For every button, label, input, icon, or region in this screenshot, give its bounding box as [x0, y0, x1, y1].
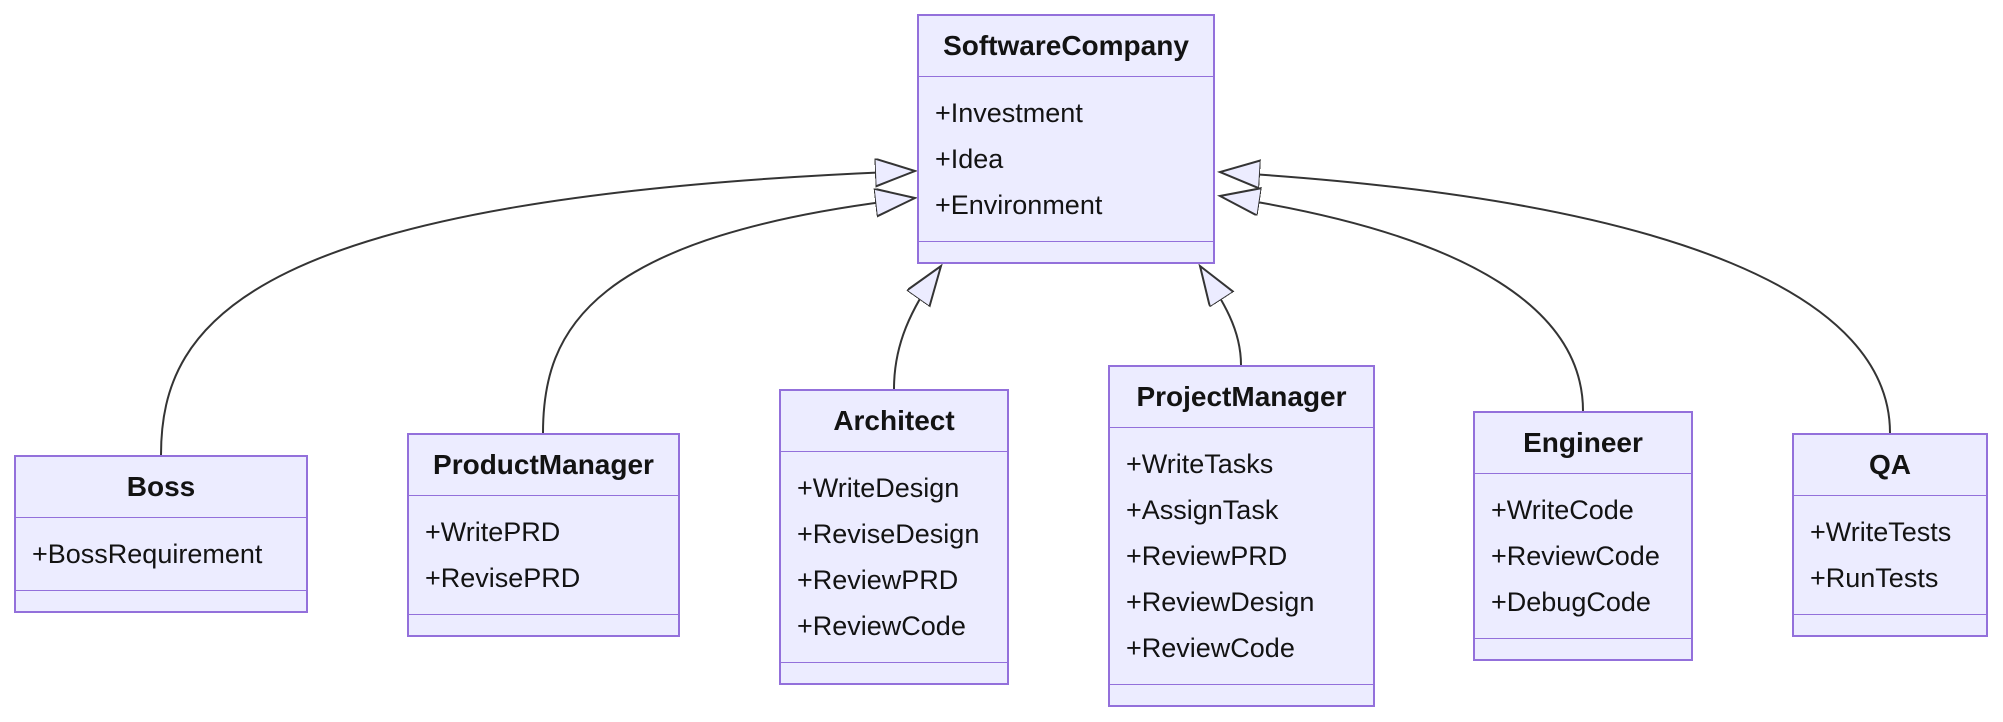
inheritance-edge-qa-to-softwarecompany [1220, 172, 1891, 434]
class-attributes: +BossRequirement [16, 518, 306, 591]
attribute-line: +WriteCode [1491, 495, 1634, 525]
class-title: ProjectManager [1110, 367, 1373, 428]
class-methods-empty [409, 615, 678, 635]
class-methods-empty [781, 663, 1007, 683]
attribute-line: +WriteDesign [797, 473, 960, 503]
attribute-line: +AssignTask [1126, 495, 1279, 525]
attribute-line: +ReviewPRD [797, 565, 959, 595]
attribute-line: +Investment [935, 98, 1083, 128]
inheritance-edge-architect-to-softwarecompany [893, 266, 941, 390]
inheritance-edge-projectmanager-to-softwarecompany [1200, 266, 1242, 366]
class-title: Architect [781, 391, 1007, 452]
class-box-boss: Boss +BossRequirement [14, 455, 308, 613]
attribute-line: +ReviewPRD [1126, 541, 1288, 571]
class-title: Engineer [1475, 413, 1691, 474]
class-methods-empty [1475, 639, 1691, 659]
attribute-line: +ReviewCode [1126, 633, 1295, 663]
class-title: SoftwareCompany [919, 16, 1213, 77]
attribute-line: +RunTests [1810, 563, 1939, 593]
class-methods-empty [1794, 615, 1986, 635]
inheritance-edge-boss-to-softwarecompany [160, 171, 915, 456]
class-box-engineer: Engineer +WriteCode +ReviewCode +DebugCode [1473, 411, 1693, 661]
class-attributes: +Investment +Idea +Environment [919, 77, 1213, 242]
attribute-line: +DebugCode [1491, 587, 1651, 617]
class-methods-empty [919, 242, 1213, 262]
class-box-projectmanager: ProjectManager +WriteTasks +AssignTask +Re… [1108, 365, 1375, 707]
attribute-line: +ReviewDesign [1126, 587, 1315, 617]
class-title: ProductManager [409, 435, 678, 496]
class-title: QA [1794, 435, 1986, 496]
attribute-line: +ReviseDesign [797, 519, 980, 549]
class-box-softwarecompany: SoftwareCompany +Investment +Idea +Environ… [917, 14, 1215, 264]
attribute-line: +BossRequirement [32, 539, 263, 569]
class-methods-empty [1110, 685, 1373, 705]
inheritance-edge-engineer-to-softwarecompany [1220, 196, 1584, 412]
class-box-architect: Architect +WriteDesign +ReviseDesign +Revi… [779, 389, 1009, 685]
class-attributes: +WriteTasks +AssignTask +ReviewPRD +ReviewD… [1110, 428, 1373, 685]
class-box-productmanager: ProductManager +WritePRD +RevisePRD [407, 433, 680, 637]
class-methods-empty [16, 591, 306, 611]
attribute-line: +WriteTests [1810, 517, 1952, 547]
attribute-line: +Environment [935, 190, 1103, 220]
attribute-line: +WriteTasks [1126, 449, 1274, 479]
inheritance-edge-productmanager-to-softwarecompany [542, 198, 915, 434]
class-attributes: +WriteTests +RunTests [1794, 496, 1986, 615]
class-attributes: +WriteCode +ReviewCode +DebugCode [1475, 474, 1691, 639]
class-attributes: +WriteDesign +ReviseDesign +ReviewPRD +Revi… [781, 452, 1007, 663]
attribute-line: +Idea [935, 144, 1004, 174]
class-attributes: +WritePRD +RevisePRD [409, 496, 678, 615]
class-title: Boss [16, 457, 306, 518]
class-box-qa: QA +WriteTests +RunTests [1792, 433, 1988, 637]
attribute-line: +WritePRD [425, 517, 561, 547]
attribute-line: +ReviewCode [1491, 541, 1660, 571]
attribute-line: +ReviewCode [797, 611, 966, 641]
attribute-line: +RevisePRD [425, 563, 581, 593]
